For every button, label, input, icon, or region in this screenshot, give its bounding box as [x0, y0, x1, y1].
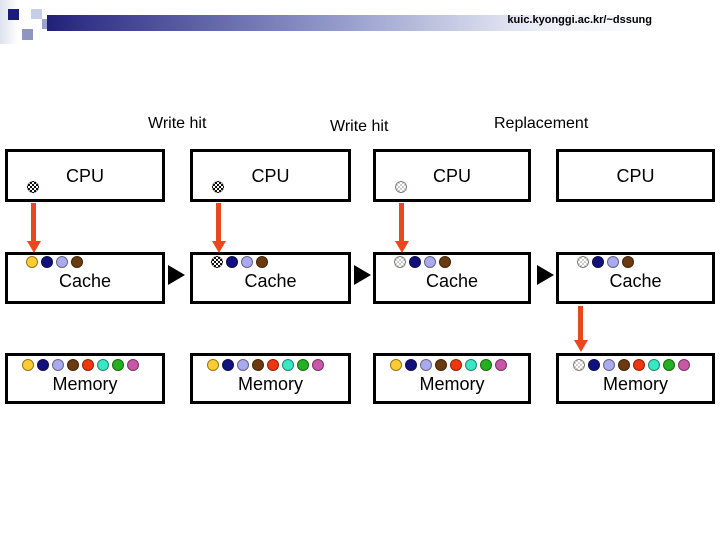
cache-dots	[26, 256, 83, 268]
pipeline-column-3: CPU Cache Memory	[373, 0, 531, 540]
cpu-to-cache-arrow	[27, 203, 41, 253]
brown-dot	[252, 359, 264, 371]
memory-label: Memory	[237, 374, 303, 394]
periwinkle-dot	[52, 359, 64, 371]
next-stage-pointer	[168, 265, 185, 285]
hatch-dark-dot	[27, 181, 39, 193]
navy-dot	[41, 256, 53, 268]
brown-dot	[256, 256, 268, 268]
hatch-light-dot	[394, 256, 406, 268]
red-dot	[82, 359, 94, 371]
cache-box: Cache	[373, 252, 531, 304]
header-gradient-bar	[47, 15, 720, 31]
cache-dots	[577, 256, 634, 268]
memory-label: Memory	[419, 374, 485, 394]
cpu-label: CPU	[616, 165, 655, 186]
deco-square-light	[31, 9, 42, 19]
label-replacement: Replacement	[494, 115, 589, 132]
red-dot	[267, 359, 279, 371]
brown-dot	[71, 256, 83, 268]
hatch-dark-dot	[212, 181, 224, 193]
turquoise-dot	[465, 359, 477, 371]
periwinkle-dot	[420, 359, 432, 371]
hatch-dark-dot	[211, 256, 223, 268]
cpu-label: CPU	[432, 165, 471, 186]
navy-dot	[226, 256, 238, 268]
turquoise-dot	[282, 359, 294, 371]
cpu-box: CPU	[556, 149, 715, 202]
turquoise-dot	[648, 359, 660, 371]
hatch-light-dot	[573, 359, 585, 371]
cache-dots	[211, 256, 268, 268]
cpu-data-dot	[212, 181, 224, 193]
magenta-dot	[678, 359, 690, 371]
magenta-dot	[495, 359, 507, 371]
cache-label: Cache	[609, 271, 662, 291]
next-stage-pointer	[537, 265, 554, 285]
brown-dot	[435, 359, 447, 371]
cache-label: Cache	[58, 271, 112, 291]
brown-dot	[67, 359, 79, 371]
pipeline-column-4: CPU Cache Memory	[556, 0, 715, 540]
memory-dots	[573, 359, 690, 371]
cpu-data-dot	[27, 181, 39, 193]
gold-dot	[22, 359, 34, 371]
green-dot	[297, 359, 309, 371]
cpu-label: CPU	[65, 165, 104, 186]
cpu-box: CPU	[190, 149, 351, 202]
label-write-hit-2: Write hit	[330, 118, 389, 135]
gold-dot	[207, 359, 219, 371]
gold-dot	[390, 359, 402, 371]
cache-to-memory-arrow	[574, 306, 588, 352]
magenta-dot	[127, 359, 139, 371]
green-dot	[112, 359, 124, 371]
periwinkle-dot	[56, 256, 68, 268]
navy-dot	[409, 256, 421, 268]
brown-dot	[439, 256, 451, 268]
periwinkle-dot	[241, 256, 253, 268]
memory-dots	[390, 359, 507, 371]
navy-dot	[37, 359, 49, 371]
label-write-hit-1: Write hit	[148, 115, 207, 132]
brown-dot	[618, 359, 630, 371]
cache-label: Cache	[244, 271, 297, 291]
cpu-box: CPU	[5, 149, 165, 202]
cache-label: Cache	[425, 271, 479, 291]
cpu-to-cache-arrow	[212, 203, 226, 253]
memory-dots	[207, 359, 324, 371]
green-dot	[480, 359, 492, 371]
cpu-data-dot	[395, 181, 407, 193]
deco-square-navy	[8, 9, 19, 20]
periwinkle-dot	[237, 359, 249, 371]
periwinkle-dot	[607, 256, 619, 268]
red-dot	[633, 359, 645, 371]
deco-square-muted	[22, 29, 33, 40]
turquoise-dot	[97, 359, 109, 371]
cpu-label: CPU	[251, 165, 290, 186]
memory-label: Memory	[602, 374, 668, 394]
next-stage-pointer	[354, 265, 371, 285]
cache-dots	[394, 256, 451, 268]
memory-dots	[22, 359, 139, 371]
hatch-light-dot	[395, 181, 407, 193]
red-dot	[450, 359, 462, 371]
navy-dot	[222, 359, 234, 371]
cpu-box: CPU	[373, 149, 531, 202]
periwinkle-dot	[424, 256, 436, 268]
memory-label: Memory	[52, 374, 118, 394]
site-url: kuic.kyonggi.ac.kr/~dssung	[507, 14, 652, 26]
hatch-light-dot	[577, 256, 589, 268]
brown-dot	[622, 256, 634, 268]
navy-dot	[592, 256, 604, 268]
pipeline-column-2: CPU Cache Memory	[190, 0, 351, 540]
navy-dot	[588, 359, 600, 371]
green-dot	[663, 359, 675, 371]
navy-dot	[405, 359, 417, 371]
cpu-to-cache-arrow	[395, 203, 409, 253]
pipeline-column-1: CPU Cache Memory	[5, 0, 165, 540]
periwinkle-dot	[603, 359, 615, 371]
gold-dot	[26, 256, 38, 268]
magenta-dot	[312, 359, 324, 371]
